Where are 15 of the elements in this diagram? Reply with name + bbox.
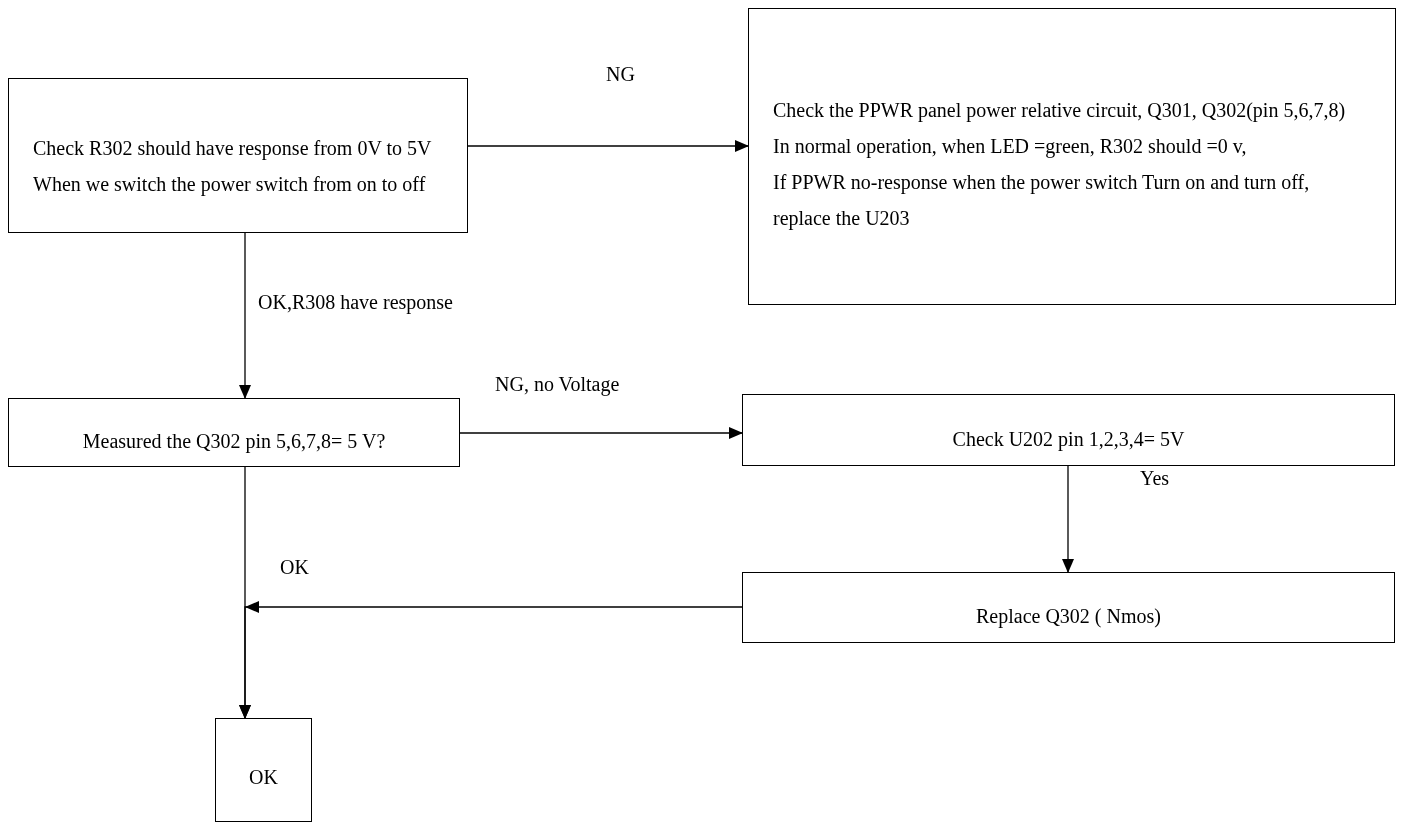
- process-box: [8, 78, 468, 233]
- box-text: Measured the Q302 pin 5,6,7,8= 5 V?: [82, 428, 386, 455]
- box-text: OK: [249, 765, 278, 790]
- process-box: [748, 8, 1396, 305]
- process-box: [742, 394, 1395, 466]
- box-text: In normal operation, when LED =green, R302 should =0 v,: [773, 133, 1247, 160]
- box-text: Check the PPWR panel power relative circuit, Q301, Q302(pin 5,6,7,8): [773, 97, 1346, 124]
- box-text: If PPWR no-response when the power switch Turn on and turn off, replace the U203: [773, 169, 1311, 232]
- process-box: [215, 718, 312, 822]
- box-text: Replace Q302 ( Nmos): [976, 604, 1161, 630]
- process-box: [8, 398, 460, 467]
- box-text: When we switch the power switch from on to off: [33, 171, 426, 198]
- box-text: Check R302 should have response from 0V to 5V: [33, 135, 432, 162]
- box-text: Check U202 pin 1,2,3,4= 5V: [952, 426, 1185, 453]
- process-box: [742, 572, 1395, 643]
